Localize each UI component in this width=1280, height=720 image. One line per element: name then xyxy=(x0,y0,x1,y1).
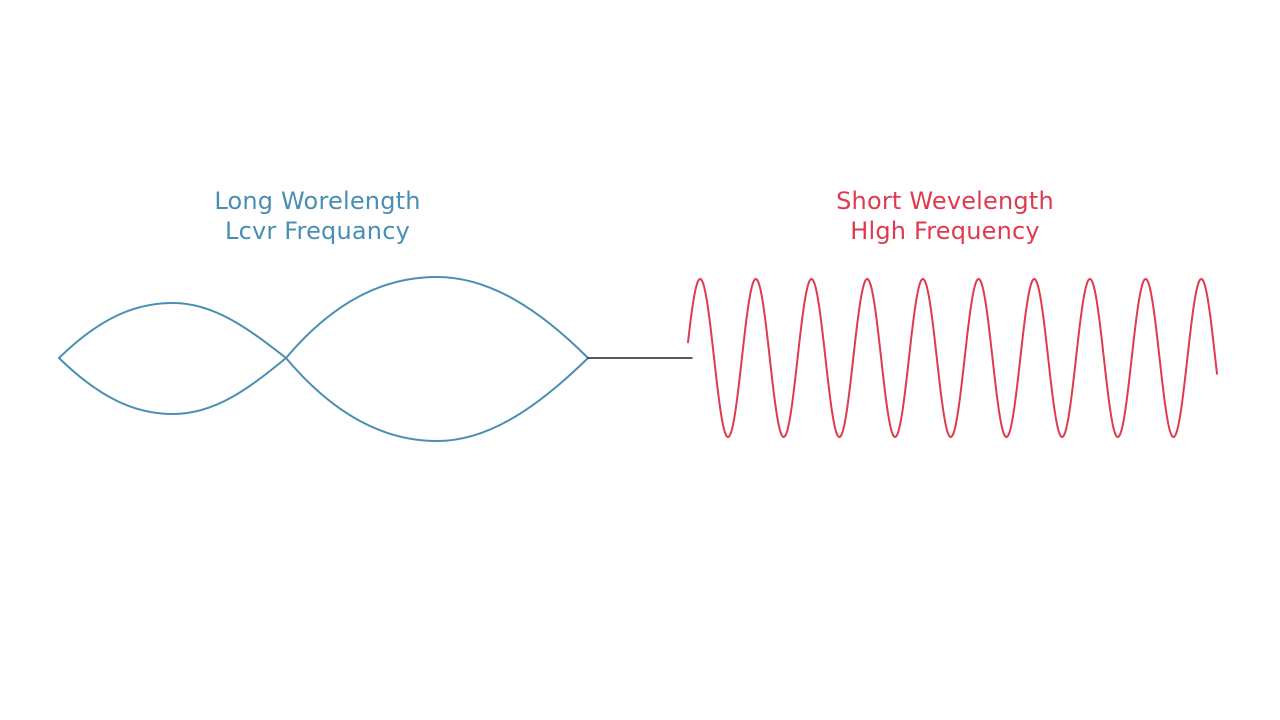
high-frequency-subtitle: Hlgh Frequency xyxy=(850,217,1040,245)
long-wavelength-label: Long Worelength Lcvr Frequancy xyxy=(150,186,485,246)
short-wavelength-title: Short Wevelength xyxy=(836,187,1054,215)
short-wavelength-label: Short Wevelength Hlgh Frequency xyxy=(775,186,1115,246)
long-wavelength-title: Long Worelength xyxy=(214,187,421,215)
low-frequency-subtitle: Lcvr Frequancy xyxy=(225,217,410,245)
short-wave-curve xyxy=(687,278,1218,438)
long-wave-upper-curve xyxy=(58,276,589,359)
long-wave-lower-curve xyxy=(58,357,589,442)
